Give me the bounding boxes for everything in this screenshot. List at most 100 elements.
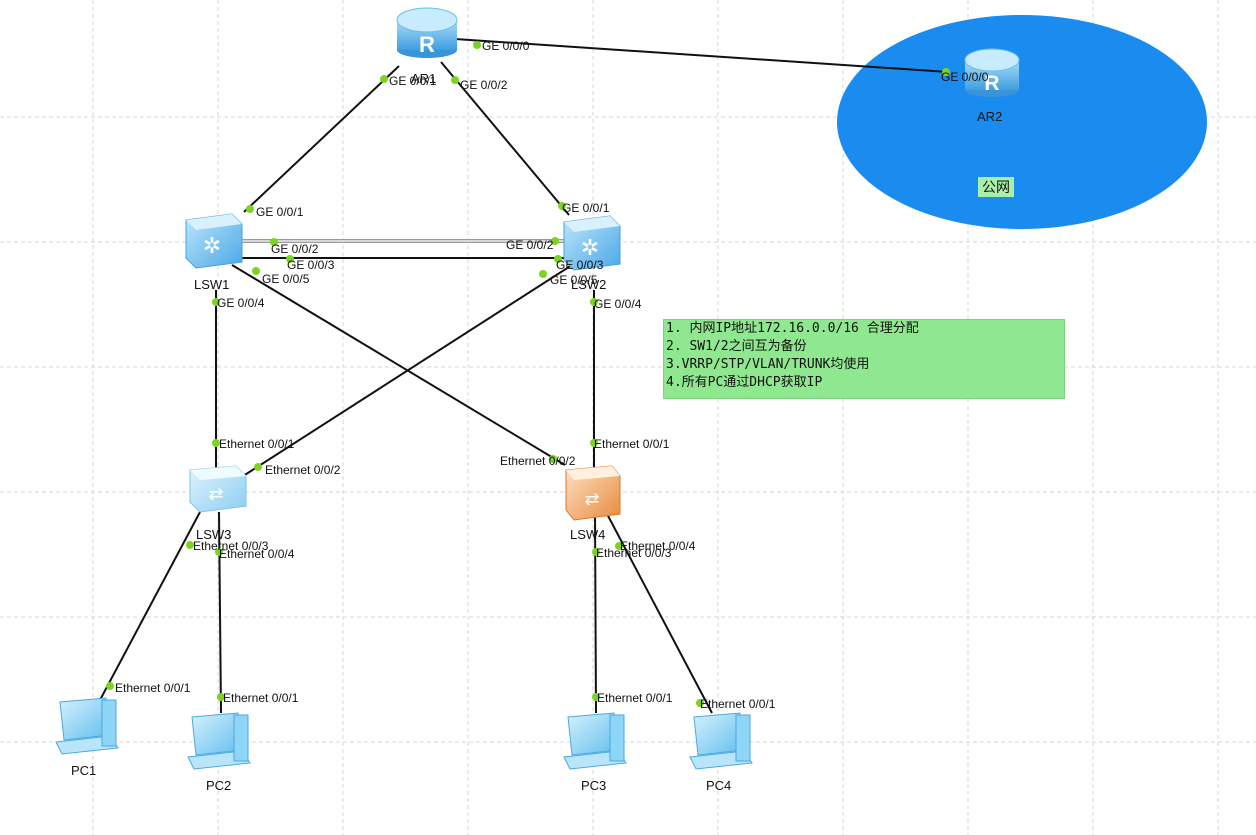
access-switch-lsw3-glyph: ⇄	[208, 484, 223, 504]
router-ar2[interactable]: R	[964, 48, 1020, 97]
port-label: GE 0/0/3	[556, 258, 604, 272]
port-labels: GE 0/0/0 GE 0/0/1 GE 0/0/2 GE 0/0/0 GE 0…	[115, 39, 989, 711]
link-ar1-lsw1[interactable]	[243, 65, 400, 213]
port-label: GE 0/0/0	[482, 39, 530, 53]
requirements-note[interactable]: 1. 内网IP地址172.16.0.0/16 合理分配 2. SW1/2之间互为…	[663, 319, 1065, 399]
link-ar1-ar2[interactable]	[454, 38, 949, 73]
pc-pc1[interactable]	[55, 697, 119, 755]
port-label: GE 0/0/1	[389, 74, 437, 88]
port-label: Ethernet 0/0/2	[500, 454, 576, 468]
port-dot	[549, 455, 557, 463]
public-network-label[interactable]: 公网	[978, 177, 1014, 197]
port-dot	[558, 202, 566, 210]
port-label: GE 0/0/2	[271, 242, 319, 256]
port-label: GE 0/0/2	[506, 238, 554, 252]
note-line: 2. SW1/2之间互为备份	[666, 339, 807, 354]
port-dot	[215, 548, 223, 556]
port-dot	[696, 699, 704, 707]
port-dot	[217, 693, 225, 701]
port-dot	[473, 41, 481, 49]
port-dot	[539, 270, 547, 278]
port-dot	[590, 439, 598, 447]
port-dot	[252, 267, 260, 275]
port-dot	[592, 693, 600, 701]
device-label-pc2: PC2	[206, 778, 231, 793]
core-switch-lsw2-glyph: ✲	[581, 235, 599, 260]
core-switch-lsw2[interactable]: ✲	[563, 215, 621, 271]
port-dot	[254, 463, 262, 471]
link-lsw3-pc1[interactable]	[99, 511, 201, 701]
device-label-lsw2: LSW2	[571, 277, 606, 292]
link-lsw4-pc3[interactable]	[594, 511, 597, 714]
port-dot	[592, 548, 600, 556]
port-label: GE 0/0/5	[262, 272, 310, 286]
port-label: Ethernet 0/0/2	[265, 463, 341, 477]
port-dot	[246, 205, 254, 213]
core-switch-lsw1-glyph: ✲	[203, 233, 221, 258]
link-lsw2-lsw3[interactable]	[239, 264, 573, 479]
core-switch-lsw1[interactable]: ✲	[185, 213, 243, 269]
port-label: Ethernet 0/0/1	[597, 691, 673, 705]
access-switch-lsw4-glyph: ⇄	[584, 489, 599, 509]
port-dot	[212, 298, 220, 306]
link-lsw1-lsw4[interactable]	[231, 264, 566, 466]
port-dot	[942, 68, 950, 76]
port-label: GE 0/0/3	[287, 258, 335, 272]
port-label: Ethernet 0/0/3	[596, 546, 672, 560]
access-switch-lsw3[interactable]: ⇄	[189, 465, 247, 513]
port-dot	[380, 75, 388, 83]
port-label: GE 0/0/5	[550, 273, 598, 287]
note-line: 3.VRRP/STP/VLAN/TRUNK均使用	[666, 357, 870, 372]
link-ar1-lsw2[interactable]	[440, 61, 570, 216]
port-label: Ethernet 0/0/1	[223, 691, 299, 705]
device-label-ar1: AR1	[411, 71, 436, 86]
note-line: 4.所有PC通过DHCP获取IP	[666, 375, 823, 390]
note-line: 1. 内网IP地址172.16.0.0/16 合理分配	[666, 321, 919, 336]
port-dot	[286, 255, 294, 263]
pc-pc3[interactable]	[563, 712, 627, 770]
router-ar2-glyph: R	[984, 72, 999, 95]
port-label: GE 0/0/1	[562, 201, 610, 215]
device-label-ar2: AR2	[977, 109, 1002, 124]
port-dot	[212, 439, 220, 447]
router-ar1-glyph: R	[419, 32, 435, 57]
link-lsw4-pc4[interactable]	[605, 511, 713, 714]
port-label: GE 0/0/4	[594, 297, 642, 311]
port-label: Ethernet 0/0/3	[193, 539, 269, 553]
port-label: Ethernet 0/0/4	[620, 539, 696, 553]
device-label-lsw4: LSW4	[570, 527, 605, 542]
public-network-area[interactable]	[837, 15, 1207, 229]
port-label: Ethernet 0/0/1	[115, 681, 191, 695]
port-dot	[270, 238, 278, 246]
port-label: Ethernet 0/0/1	[219, 437, 295, 451]
port-dot	[615, 542, 623, 550]
device-labels: AR1 AR2 LSW1 LSW2 LSW3 LSW4 PC1 PC2 PC3 …	[71, 71, 1002, 793]
port-dots	[106, 41, 950, 707]
router-ar1[interactable]: R	[396, 7, 458, 58]
device-label-lsw3: LSW3	[196, 527, 231, 542]
device-label-pc1: PC1	[71, 763, 96, 778]
access-switch-lsw4[interactable]: ⇄	[565, 465, 621, 521]
pc-pc2[interactable]	[187, 712, 251, 770]
link-lsw3-pc2[interactable]	[218, 511, 222, 714]
links	[99, 38, 949, 714]
port-dot	[186, 541, 194, 549]
port-label: GE 0/0/1	[256, 205, 304, 219]
port-label: Ethernet 0/0/1	[700, 697, 776, 711]
pc-pc4[interactable]	[689, 712, 753, 770]
device-label-pc3: PC3	[581, 778, 606, 793]
port-label: Ethernet 0/0/1	[594, 437, 670, 451]
port-label: GE 0/0/0	[941, 70, 989, 84]
port-label: Ethernet 0/0/4	[219, 547, 295, 561]
device-label-lsw1: LSW1	[194, 277, 229, 292]
port-label: GE 0/0/2	[460, 78, 508, 92]
port-dot	[551, 237, 559, 245]
port-dot	[590, 298, 598, 306]
port-dot	[451, 76, 459, 84]
port-dot	[106, 682, 114, 690]
device-label-pc4: PC4	[706, 778, 731, 793]
port-label: GE 0/0/4	[217, 296, 265, 310]
port-dot	[554, 255, 562, 263]
